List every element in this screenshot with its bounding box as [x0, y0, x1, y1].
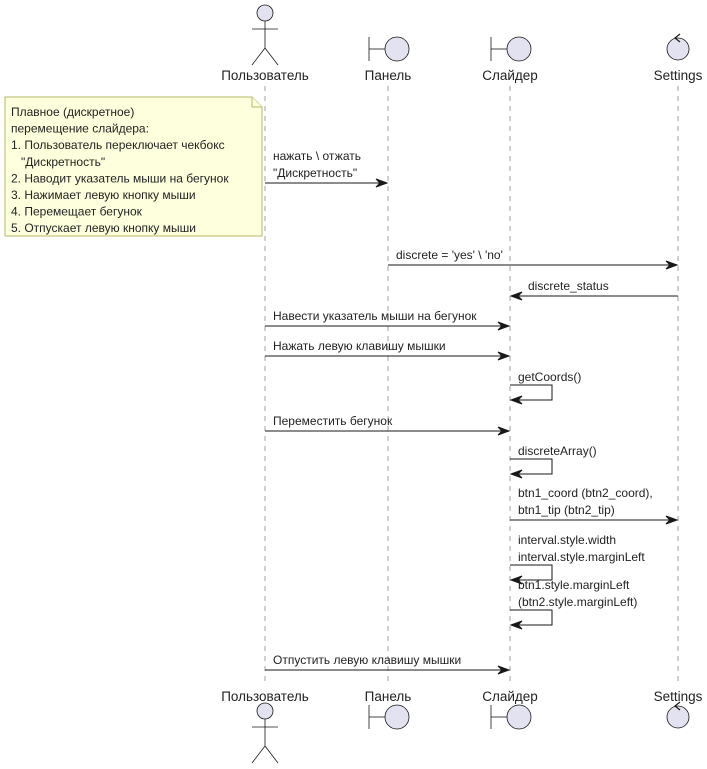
self-call-line [510, 384, 553, 401]
participant-label: Слайдер [482, 68, 538, 83]
arrow-head [665, 515, 679, 525]
participant-panel-bottom: Панель [365, 689, 412, 730]
message-label: btn1.style.marginLeft [518, 578, 630, 592]
note-line: 2. Наводит указатель мыши на бегунок [11, 171, 229, 185]
arrow-head [509, 291, 523, 301]
note-line: 1. Пользователь переключает чекбокс [11, 138, 225, 152]
message-label: interval.style.width [518, 533, 616, 547]
arrow-head [665, 260, 679, 270]
arrow-head [375, 178, 389, 188]
message-11: btn1.style.marginLeft (btn2.style.marginL… [509, 578, 637, 630]
message-label: Навести указатель мыши на бегунок [273, 309, 477, 323]
note-line: 5. Отпускает левую кнопку мыши [11, 221, 196, 235]
message-label: btn1_tip (btn2_tip) [518, 503, 615, 517]
message-label: discrete_status [528, 279, 609, 293]
message-label: Переместить бегунок [273, 414, 393, 428]
boundary-icon [490, 36, 532, 62]
note-fold [251, 97, 262, 108]
participant-label: Settings [654, 689, 703, 704]
control-icon [666, 701, 690, 729]
participant-user-top: Пользователь [221, 4, 309, 83]
message-label: нажать \ отжать [273, 149, 361, 163]
actor-icon [251, 4, 279, 66]
message-label: discreteArray() [518, 444, 597, 458]
boundary-icon [490, 704, 532, 730]
message-2: discrete = 'yes' \ 'no' [388, 248, 679, 270]
participant-label: Слайдер [482, 689, 538, 704]
boundary-icon [368, 36, 410, 62]
participant-settings-top: Settings [654, 33, 703, 83]
message-label: getCoords() [518, 370, 581, 384]
message-12: Отпустить левую клавишу мышки [265, 653, 511, 675]
participant-label: Settings [654, 68, 703, 83]
message-label: Отпустить левую клавишу мышки [273, 653, 461, 667]
message-label: discrete = 'yes' \ 'no' [396, 248, 503, 262]
control-icon [666, 33, 690, 61]
arrow-head [509, 469, 523, 479]
arrow-head [497, 321, 511, 331]
message-8: discreteArray() [509, 444, 597, 479]
message-label: "Дискретность" [273, 166, 357, 180]
message-label: interval.style.marginLeft [518, 550, 645, 564]
participant-label: Панель [365, 68, 412, 83]
boundary-icon [368, 704, 410, 730]
message-label: (btn2.style.marginLeft) [518, 595, 637, 609]
actor-icon [251, 702, 279, 764]
participant-panel-top: Панель [365, 36, 412, 83]
message-9: btn1_coord (btn2_coord), btn1_tip (btn2_t… [510, 486, 679, 525]
note-line: Плавное (дискретное) [11, 105, 134, 119]
message-5: Нажать левую клавишу мышки [265, 339, 511, 361]
note-box [4, 96, 263, 237]
participant-slider-bottom: Слайдер [482, 689, 538, 730]
participant-label: Пользователь [221, 689, 309, 704]
participant-label: Пользователь [221, 68, 309, 83]
self-call-line [510, 609, 553, 626]
message-label: btn1_coord (btn2_coord), [518, 486, 653, 500]
note-line: 4. Перемещает бегунок [11, 205, 143, 219]
message-10: interval.style.width interval.style.margi… [509, 533, 645, 585]
arrow-head [497, 351, 511, 361]
message-3: discrete_status [509, 279, 678, 301]
arrow-head [509, 395, 523, 405]
message-1: нажать \ отжать "Дискретность" [265, 149, 389, 188]
arrow-head [497, 665, 511, 675]
message-6: getCoords() [509, 370, 581, 405]
note-line: "Дискретность" [11, 155, 105, 169]
arrow-head [509, 620, 523, 630]
participant-user-bottom: Пользователь [221, 689, 309, 764]
participant-label: Панель [365, 689, 412, 704]
arrow-head [497, 426, 511, 436]
note-line: перемещение слайдера: [11, 122, 149, 136]
participant-settings-bottom: Settings [654, 689, 703, 729]
self-call-line [510, 564, 553, 581]
self-call-line [510, 458, 553, 475]
message-label: Нажать левую клавишу мышки [273, 339, 446, 353]
arrow-head [509, 575, 523, 585]
participant-slider-top: Слайдер [482, 36, 538, 83]
note-line: 3. Нажимает левую кнопку мыши [11, 188, 196, 202]
message-4: Навести указатель мыши на бегунок [265, 309, 511, 331]
message-7: Переместить бегунок [265, 414, 511, 436]
note: Плавное (дискретное) перемещение слайдера… [4, 96, 263, 237]
